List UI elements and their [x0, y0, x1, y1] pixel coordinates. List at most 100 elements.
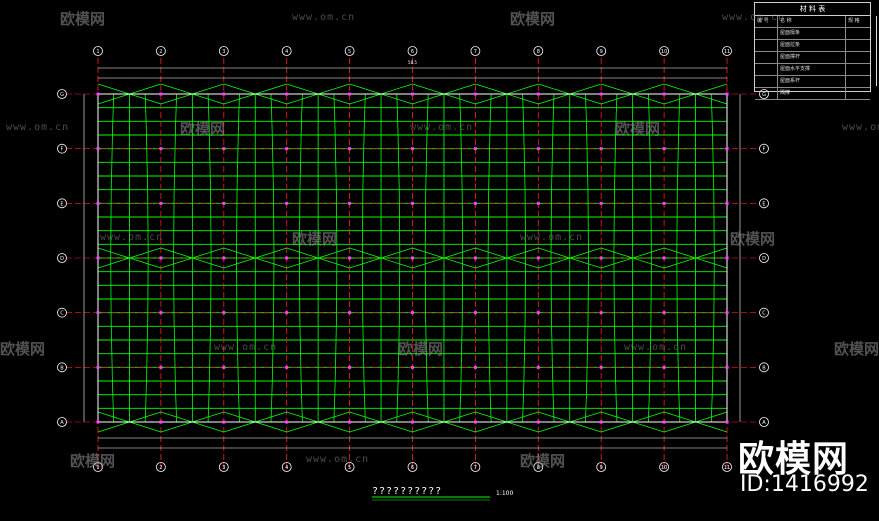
watermark-brand: 欧模网 — [0, 340, 46, 358]
column-marker — [599, 147, 603, 151]
axis-label: 5 — [348, 49, 351, 55]
column-marker — [96, 420, 100, 424]
column-marker — [348, 311, 352, 315]
column-marker — [96, 147, 100, 151]
material-table-cell: 屋面檩条 — [780, 30, 801, 36]
axis-label: 10 — [661, 49, 667, 55]
image-id: ID:1416992 — [740, 472, 869, 497]
rafter-line — [396, 93, 401, 423]
watermark-url: www.om.cn — [6, 122, 70, 133]
axis-bubble — [407, 46, 418, 56]
plan-scale: 1:100 — [496, 490, 514, 497]
column-marker — [599, 365, 603, 369]
axis-bubble — [596, 46, 607, 56]
axis-label: 11 — [724, 49, 730, 55]
axis-bubble — [533, 462, 544, 472]
rafter-line — [424, 93, 429, 423]
axis-bubble — [57, 143, 67, 154]
column-marker — [473, 420, 477, 424]
column-marker — [536, 365, 540, 369]
column-marker — [285, 147, 289, 151]
column-marker — [473, 365, 477, 369]
axis-bubble — [659, 46, 669, 56]
column-marker — [536, 201, 540, 205]
brand-logo-text: 欧模网 — [738, 439, 850, 480]
column-marker — [411, 92, 414, 96]
axis-bubble — [470, 462, 481, 472]
column-marker — [96, 92, 100, 96]
axis-label: 8 — [537, 49, 540, 55]
rafter-line — [613, 93, 618, 423]
column-marker — [599, 92, 603, 96]
axis-label: 9 — [600, 49, 603, 55]
material-table-cell: 屋面拉条 — [780, 42, 801, 48]
rafter-line — [173, 93, 178, 423]
axis-bubble — [759, 417, 769, 427]
axis-bubble — [659, 462, 669, 472]
watermark-url: www.om.cn — [410, 122, 474, 133]
axis-label: B — [762, 365, 766, 371]
axis-bubble — [533, 46, 544, 56]
dimension-text: 58.5 — [408, 60, 417, 65]
watermark-brand: 欧模网 — [510, 10, 556, 28]
column-marker — [222, 92, 226, 96]
axis-bubble — [344, 462, 355, 472]
axis-bubble — [93, 462, 103, 472]
column-marker — [96, 256, 100, 260]
axis-label: D — [60, 256, 64, 262]
axis-bubble — [759, 307, 769, 318]
frame-border — [876, 16, 879, 86]
column-marker — [222, 201, 226, 205]
brace-line — [97, 247, 162, 269]
axis-bubble — [57, 417, 67, 427]
column-marker — [159, 147, 163, 151]
column-marker — [285, 256, 289, 260]
rafter-line — [333, 93, 338, 423]
rafter-line — [144, 93, 149, 423]
material-table-header: 材 料 表 — [755, 3, 870, 16]
watermark-brand: 欧模网 — [398, 340, 444, 358]
axis-bubble — [407, 462, 418, 472]
column-marker — [222, 256, 226, 260]
column-marker — [536, 92, 540, 96]
axis-bubble — [155, 46, 166, 56]
axis-label: B — [60, 365, 64, 371]
material-table-row: 屋面拉条 — [755, 40, 870, 52]
column-marker — [159, 92, 163, 96]
axis-label: C — [60, 311, 64, 317]
axis-bubble — [281, 462, 292, 472]
rafter-line — [585, 93, 589, 423]
axis-label: 8 — [537, 465, 540, 471]
material-table-cell: 编 号 — [757, 18, 769, 24]
axis-bubble — [759, 253, 769, 263]
material-table-cell: 屋面水平支撑 — [780, 66, 811, 72]
column-marker — [411, 311, 414, 315]
column-marker — [159, 311, 163, 315]
axis-bubble — [470, 46, 481, 56]
brace-line — [601, 247, 665, 269]
column-marker — [599, 420, 603, 424]
axis-bubble — [722, 462, 732, 472]
axis-bubble — [759, 198, 769, 209]
axis-label: A — [762, 420, 766, 426]
column-marker — [473, 147, 477, 151]
brace-line — [663, 247, 728, 269]
axis-label: C — [762, 311, 766, 317]
axis-bubble — [759, 143, 769, 154]
axis-bubble — [57, 198, 67, 209]
column-marker — [662, 201, 666, 205]
axis-label: 11 — [724, 465, 730, 471]
column-marker — [725, 201, 729, 205]
column-marker — [599, 201, 603, 205]
axis-label: D — [762, 256, 766, 262]
column-marker — [411, 256, 414, 260]
column-marker — [599, 256, 603, 260]
material-table: 材 料 表 编 号名 称规 格屋面檩条屋面拉条屋面撑杆屋面水平支撑屋面系杆隅撑 — [754, 2, 871, 100]
column-marker — [473, 256, 477, 260]
watermark-url: www.om.cn — [842, 122, 879, 133]
watermark-url: www.om.cn — [722, 12, 786, 23]
axis-bubble — [759, 362, 769, 373]
rafter-line — [270, 93, 275, 423]
material-table-cell: 屋面撑杆 — [780, 54, 801, 60]
